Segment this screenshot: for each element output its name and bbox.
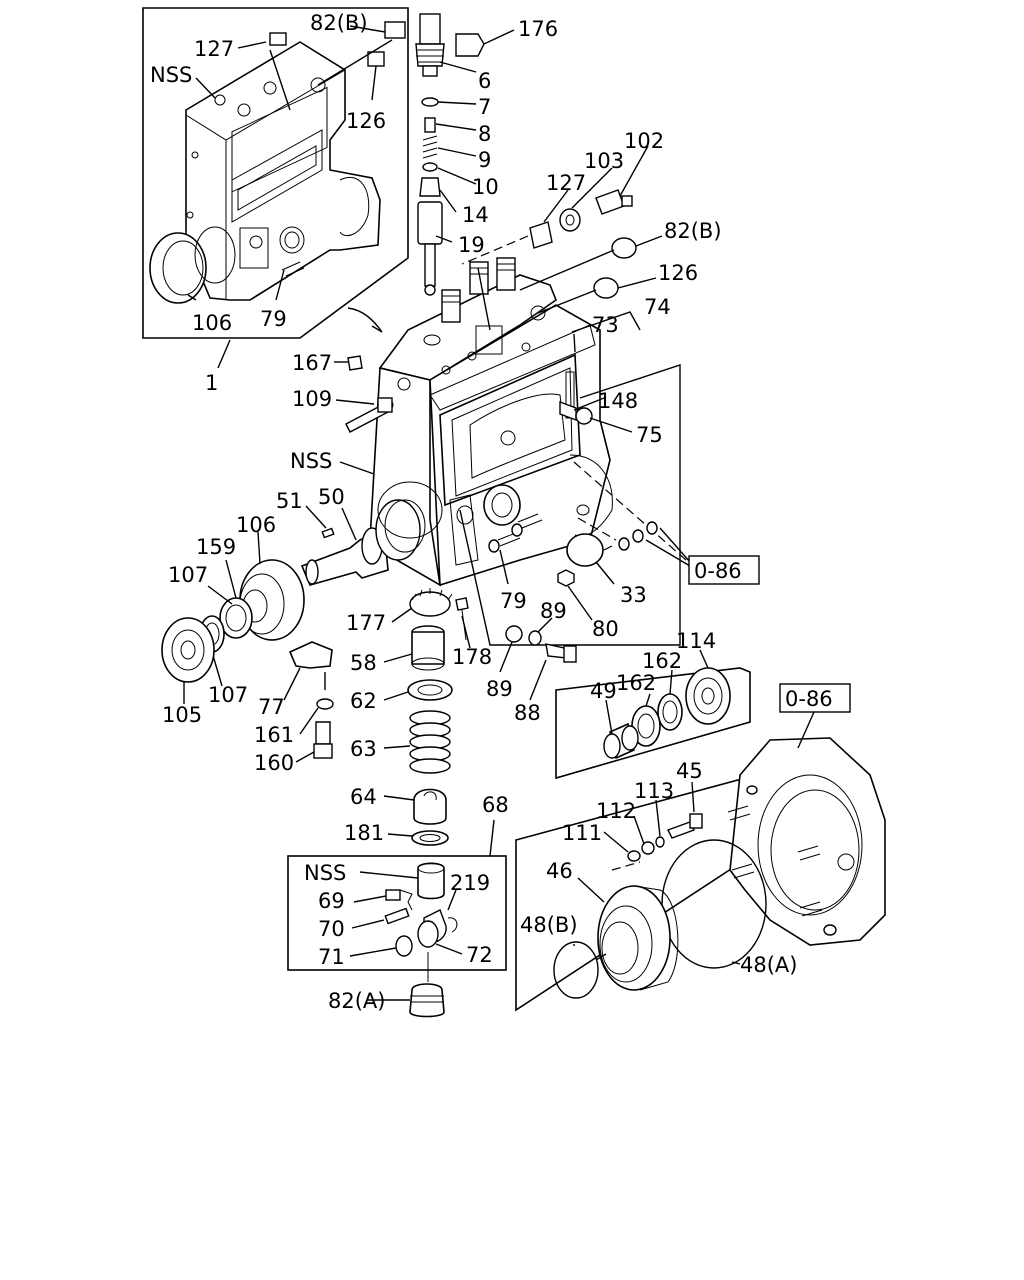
label-74: 74 [644,295,671,319]
label-58: 58 [350,651,377,675]
label-103: 103 [584,149,624,173]
label-51: 51 [276,489,303,513]
label-46: 46 [546,859,573,883]
label-126-top: 126 [346,109,386,133]
label-88: 88 [514,701,541,725]
reference-label-0-86-a: 0-86 [694,559,742,583]
label-62: 62 [350,689,377,713]
label-107-a: 107 [168,563,208,587]
label-10: 10 [472,175,499,199]
label-82a: 82(A) [328,989,385,1013]
label-178: 178 [452,645,492,669]
label-162-a: 162 [642,649,682,673]
label-19: 19 [458,233,485,257]
label-7: 7 [478,95,491,119]
label-105: 105 [162,703,202,727]
label-45: 45 [676,759,703,783]
delivery-valve-stack [415,13,515,296]
label-107-b: 107 [208,683,248,707]
label-80: 80 [592,617,619,641]
label-49: 49 [590,679,617,703]
label-89-b: 89 [486,677,513,701]
label-176: 176 [518,17,558,41]
label-48b: 48(B) [520,913,578,937]
label-160: 160 [254,751,294,775]
label-159: 159 [196,535,236,559]
label-6: 6 [478,69,491,93]
label-33: 33 [620,583,647,607]
label-79-mid: 79 [500,589,527,613]
label-112: 112 [596,799,636,823]
reference-label-0-86-b: 0-86 [785,687,833,711]
label-50: 50 [318,485,345,509]
inset-housing-top [142,7,409,369]
label-69: 69 [318,889,345,913]
label-167: 167 [292,351,332,375]
label-63: 63 [350,737,377,761]
label-77: 77 [258,695,285,719]
label-106-mid: 106 [236,513,276,537]
label-75: 75 [636,423,663,447]
label-70: 70 [318,917,345,941]
right-fittings [461,145,663,314]
inset-governor-sleeve [287,819,507,971]
label-111: 111 [562,821,602,845]
label-14: 14 [462,203,489,227]
label-68: 68 [482,793,509,817]
label-9: 9 [478,148,491,172]
label-161: 161 [254,723,294,747]
callout-labels: 176 6 7 8 9 10 14 19 82(B) 127 NSS 126 1… [150,11,797,1013]
label-64: 64 [350,785,377,809]
label-nss-top: NSS [150,63,192,87]
pump-housing [369,257,613,587]
label-102: 102 [624,129,664,153]
label-48a: 48(A) [740,953,797,977]
reference-box-0-86-b[interactable]: 0-86 [779,683,851,713]
label-113: 113 [634,779,674,803]
label-8: 8 [478,122,491,146]
end-cover-group [515,711,886,1012]
label-82b-right: 82(B) [664,219,722,243]
label-162-b: 162 [616,671,656,695]
label-127-right: 127 [546,171,586,195]
label-89-a: 89 [540,599,567,623]
label-71: 71 [318,945,345,969]
label-nss-bottom: NSS [304,861,346,885]
label-148: 148 [598,389,638,413]
label-106-top: 106 [192,311,232,335]
label-79-top: 79 [260,307,287,331]
drive-shaft [300,481,443,586]
spring-63 [409,710,451,774]
label-219: 219 [450,871,490,895]
label-72: 72 [466,943,493,967]
label-126-right: 126 [658,261,698,285]
label-181: 181 [344,821,384,845]
label-1: 1 [205,371,218,395]
reference-box-0-86-a[interactable]: 0-86 [688,555,760,585]
bearing-group [555,649,751,780]
label-177: 177 [346,611,386,635]
label-114: 114 [676,629,716,653]
label-nss-mid: NSS [290,449,332,473]
label-73: 73 [592,313,619,337]
label-109: 109 [292,387,332,411]
label-127-top: 127 [194,37,234,61]
label-82b-top: 82(B) [310,11,368,35]
